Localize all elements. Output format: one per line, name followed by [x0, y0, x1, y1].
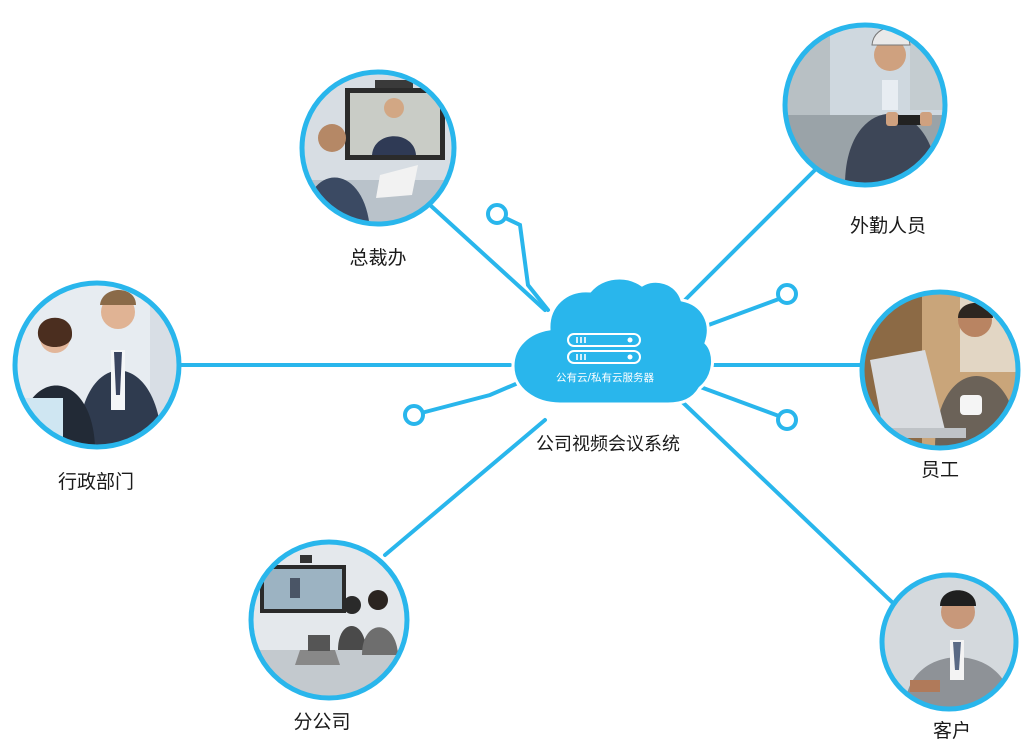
businessman-portrait-photo [882, 575, 1016, 709]
node-label-administration: 行政部门 [58, 471, 134, 493]
node-executive-office: 总裁办 [299, 69, 457, 269]
connector-customer [673, 393, 897, 607]
stub-ring-top-right [776, 283, 798, 305]
video-conference-photo [302, 72, 454, 224]
node-customer: 客户 [879, 572, 1019, 742]
connector-branch [383, 418, 547, 557]
connector-stub-top-left [495, 212, 550, 312]
connector-stub-bottom-right [693, 383, 789, 421]
stub-rings [403, 203, 798, 431]
stub-ring-bottom-left [403, 404, 425, 426]
cloud-icon [511, 276, 714, 406]
connector-stub-top-right [693, 294, 789, 332]
server-label: 公有云/私有云服务器 [556, 371, 655, 384]
node-label-executive-office: 总裁办 [349, 247, 406, 269]
connector-stub-bottom-left [423, 378, 527, 414]
cloud-hub: 公有云/私有云服务器 [511, 276, 714, 406]
node-field-staff: 外勤人员 [782, 22, 948, 237]
server-icon [567, 333, 641, 364]
stub-ring-bottom-right [776, 409, 798, 431]
hub-system-label: 公司视频会议系统 [536, 434, 680, 455]
connectors [176, 168, 897, 607]
stub-ring-top-left [486, 203, 508, 225]
connector-field [678, 168, 817, 307]
node-employee: 员工 [859, 289, 1021, 481]
node-branch-office: 分公司 [248, 539, 410, 733]
node-label-customer: 客户 [933, 720, 971, 742]
node-label-branch-office: 分公司 [293, 711, 350, 733]
node-label-employee: 员工 [921, 459, 959, 481]
connector-executive [428, 203, 547, 312]
node-administration: 行政部门 [12, 280, 182, 493]
node-label-field-staff: 外勤人员 [850, 215, 926, 237]
